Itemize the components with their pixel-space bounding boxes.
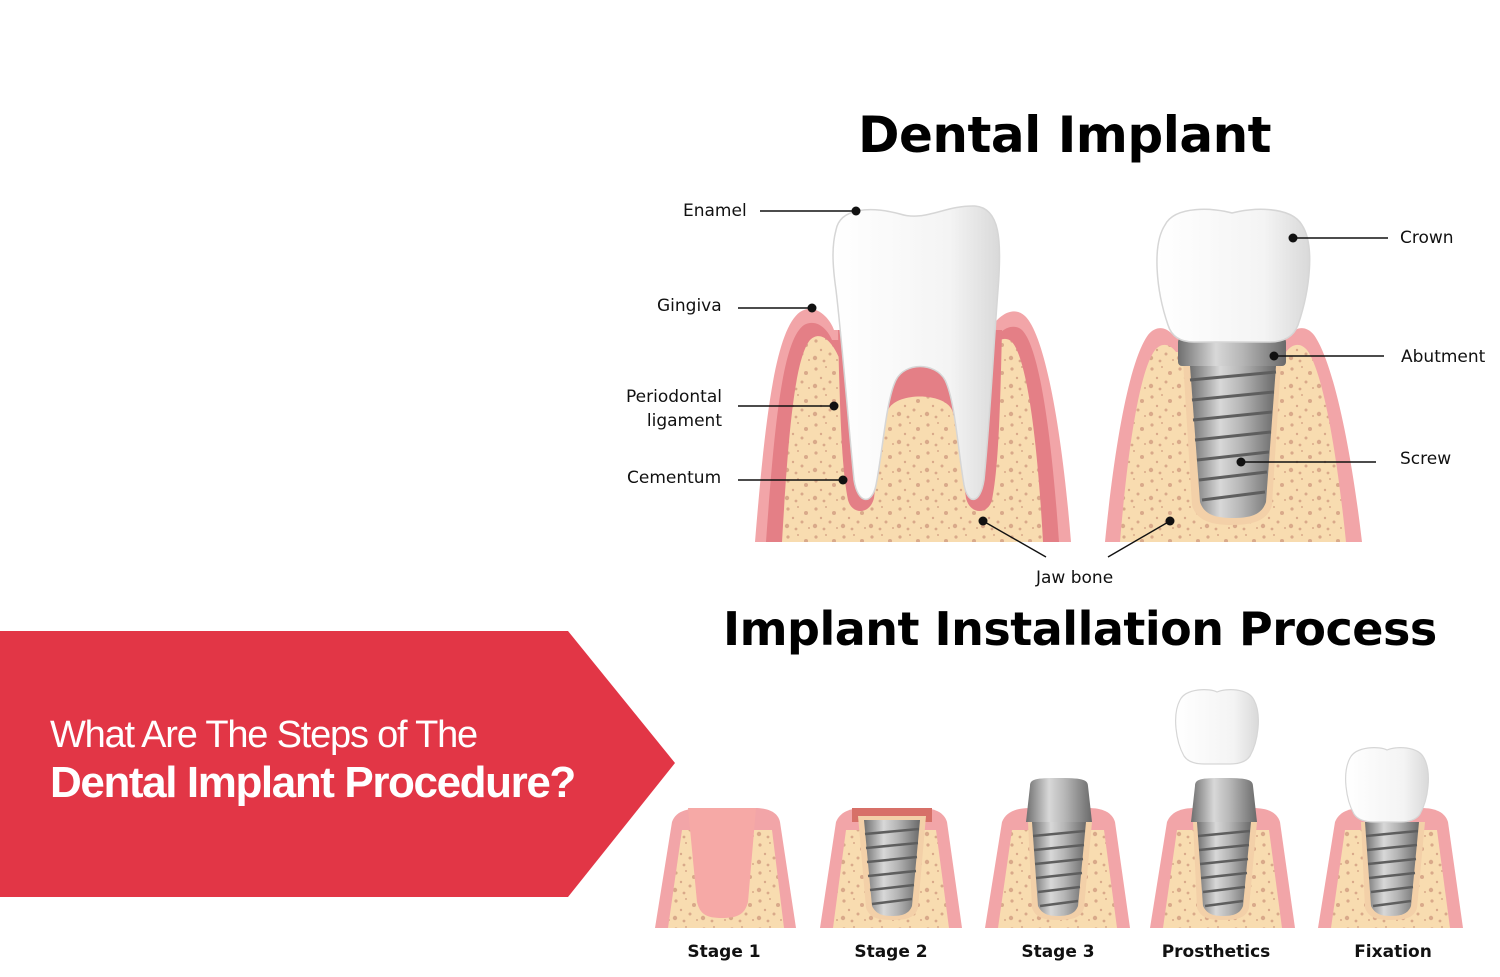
- label-periodontal-line2: ligament: [646, 411, 722, 431]
- banner-heading-line2: Dental Implant Procedure?: [50, 758, 576, 807]
- label-gingiva: Gingiva: [657, 296, 722, 316]
- label-jaw-bone: Jaw bone: [1036, 568, 1114, 588]
- stage1-illustration: [655, 808, 796, 928]
- stage-label-3: Stage 3: [1021, 942, 1095, 962]
- leader-dots: [807, 206, 1298, 526]
- label-periodontal-line1: Periodontal: [626, 387, 722, 407]
- prosthetics-illustration: [1150, 689, 1295, 928]
- label-abutment: Abutment: [1401, 347, 1486, 367]
- label-crown: Crown: [1400, 228, 1454, 248]
- banner-heading: What Are The Steps of The Dental Implant…: [50, 712, 650, 808]
- stage-label-1: Stage 1: [687, 942, 761, 962]
- label-cementum: Cementum: [627, 468, 722, 488]
- leader-lines: [738, 210, 1388, 558]
- stage-label-prosthetics: Prosthetics: [1161, 942, 1271, 962]
- stage2-illustration: [820, 808, 962, 928]
- stage-label-2: Stage 2: [854, 942, 928, 962]
- diagram-title: Dental Implant: [858, 106, 1272, 164]
- banner-heading-line1: What Are The Steps of The: [50, 714, 478, 756]
- implant-illustration: [1105, 208, 1362, 542]
- natural-tooth-illustration: [755, 205, 1071, 542]
- label-enamel: Enamel: [683, 201, 747, 221]
- process-title: Implant Installation Process: [723, 602, 1437, 656]
- stage-label-fixation: Fixation: [1354, 942, 1432, 962]
- fixation-illustration: [1318, 747, 1463, 928]
- stage3-illustration: [985, 778, 1130, 928]
- label-screw: Screw: [1400, 449, 1452, 469]
